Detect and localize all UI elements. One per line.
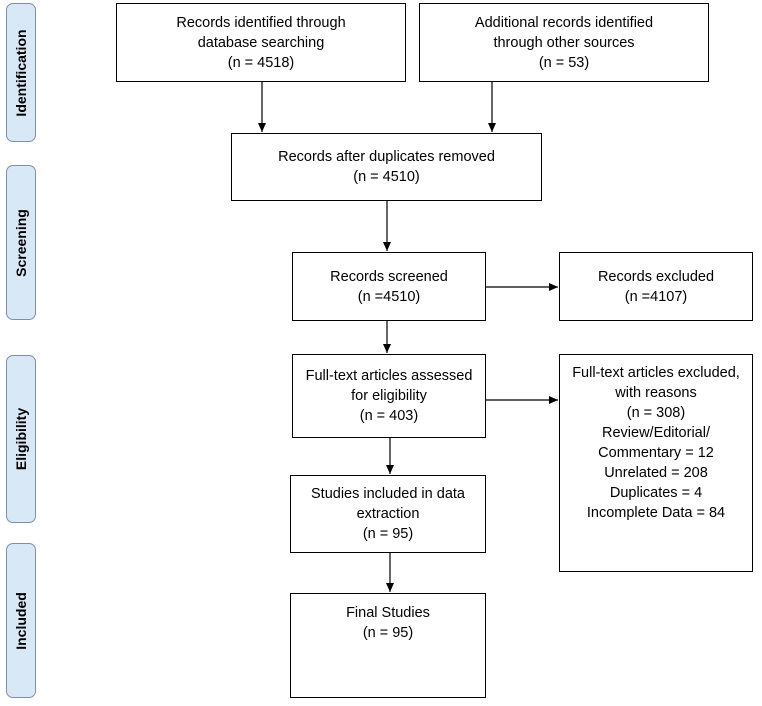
box-records-excluded: Records excluded (n =4107) <box>559 252 753 321</box>
box-records-screened: Records screened (n =4510) <box>292 252 486 321</box>
phase-identification: Identification <box>6 3 36 142</box>
phase-screening: Screening <box>6 165 36 320</box>
box-duplicates-removed: Records after duplicates removed (n = 45… <box>231 133 542 201</box>
box-fulltext-assessed: Full-text articles assessed for eligibil… <box>292 354 486 438</box>
phase-eligibility: Eligibility <box>6 355 36 523</box>
box-data-extraction: Studies included in data extraction (n =… <box>290 475 486 553</box>
phase-included: Included <box>6 543 36 698</box>
box-other-sources: Additional records identified through ot… <box>419 3 709 82</box>
box-database-search: Records identified through database sear… <box>116 3 406 82</box>
box-final-studies: Final Studies (n = 95) <box>290 593 486 698</box>
box-fulltext-excluded: Full-text articles excluded, with reason… <box>559 354 753 572</box>
